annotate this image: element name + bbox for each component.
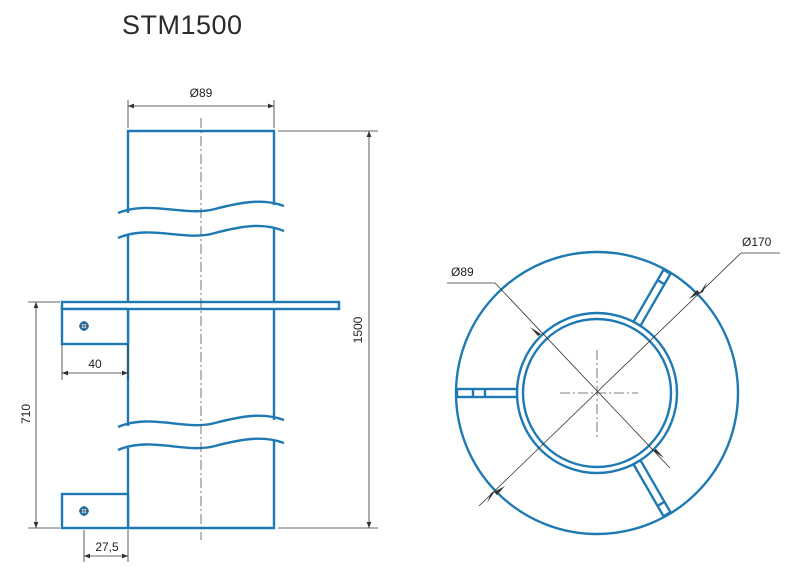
tube-break-lower-a	[117, 414, 285, 429]
lower-bracket-plate	[60, 492, 130, 530]
dim-outer-diameter-label: Ø170	[742, 235, 772, 249]
tube-break-upper-b	[117, 224, 285, 240]
inner-tube-circle-inner	[521, 317, 673, 469]
drawing-title: STM1500	[122, 10, 243, 40]
tube-break-lower-b	[117, 437, 285, 452]
dim-tube-diameter-label: Ø89	[190, 86, 213, 100]
dim-bracket-spacing-label: 710	[19, 404, 33, 424]
dim-hole-offset-label: 27,5	[95, 540, 119, 554]
dim-height-label: 1500	[351, 316, 365, 343]
dim-outer-diameter-line	[478, 252, 742, 507]
upper-hole-crosshair	[79, 321, 89, 331]
dim-inner-diameter-label: Ø89	[451, 265, 474, 279]
upper-bracket-bar	[60, 300, 341, 311]
rib-left	[455, 387, 519, 399]
side-view: Ø89 1500 710 40 27,5	[19, 86, 378, 562]
top-view: Ø170 Ø89	[447, 235, 780, 536]
rib-upper-right	[631, 268, 673, 328]
lower-hole-crosshair	[79, 506, 89, 516]
dim-bracket-length-label: 40	[88, 357, 102, 371]
upper-bracket-plate	[60, 307, 130, 346]
tube-break-upper-a	[117, 200, 285, 215]
rib-lower-right	[631, 458, 673, 518]
dim-inner-diameter-line	[494, 282, 671, 469]
